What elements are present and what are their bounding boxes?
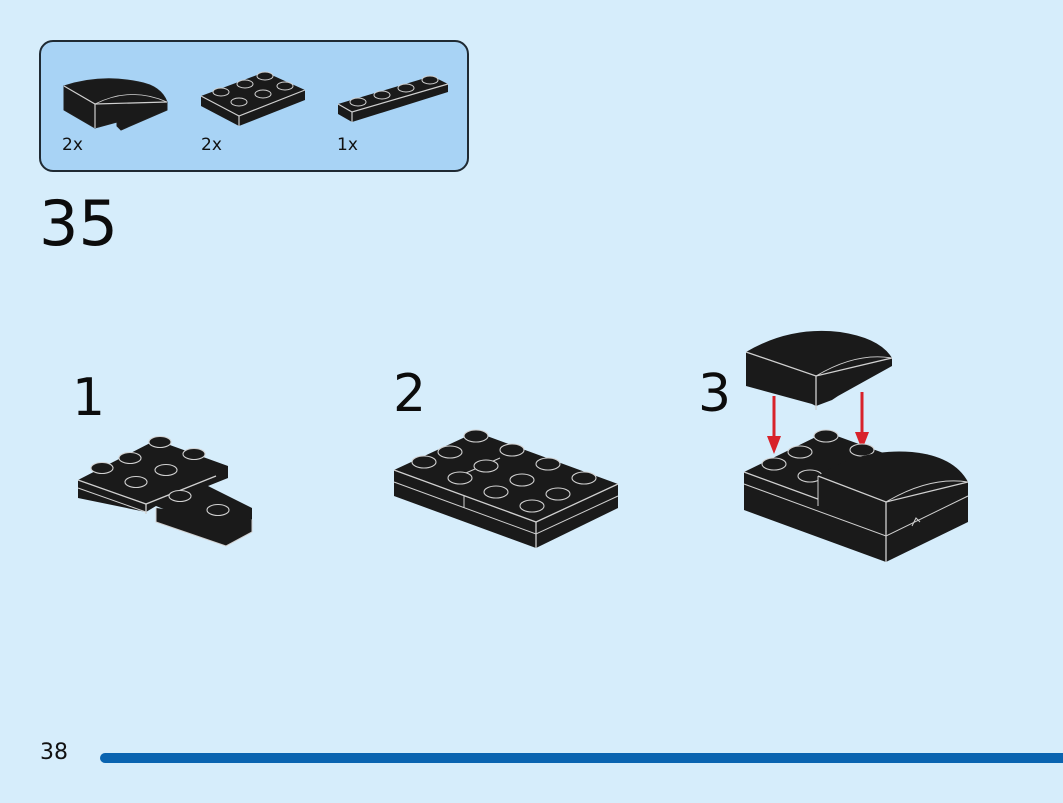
sub-step-3-model [740, 326, 976, 574]
part-quantity: 2x [62, 135, 83, 155]
progress-bar [100, 753, 1063, 763]
sub-step-label: 3 [698, 364, 732, 424]
part-quantity: 2x [201, 135, 222, 155]
sub-step-label: 2 [393, 364, 427, 424]
curved-slope-part [61, 72, 171, 134]
page-number: 38 [40, 740, 68, 765]
sub-step-1-model [76, 428, 256, 562]
part-quantity: 1x [337, 135, 358, 155]
lego-assembly-3-icon [743, 330, 969, 562]
curved-slope-icon [63, 78, 168, 131]
plate-1x4-part [336, 68, 452, 128]
parts-callout-box: 2x 2x [39, 40, 469, 172]
lego-assembly-2-icon [393, 429, 619, 548]
plate-2x3-icon [200, 71, 306, 126]
plate-1x4-icon [337, 75, 449, 122]
progress-bar-fill [100, 753, 1063, 763]
down-arrow-icon [855, 392, 869, 450]
plate-2x3-part [199, 64, 309, 134]
lego-assembly-1-icon [77, 435, 253, 547]
down-arrow-icon [767, 396, 781, 454]
step-number: 35 [39, 187, 118, 260]
sub-step-label: 1 [72, 368, 106, 428]
sub-step-2-model [390, 422, 622, 566]
